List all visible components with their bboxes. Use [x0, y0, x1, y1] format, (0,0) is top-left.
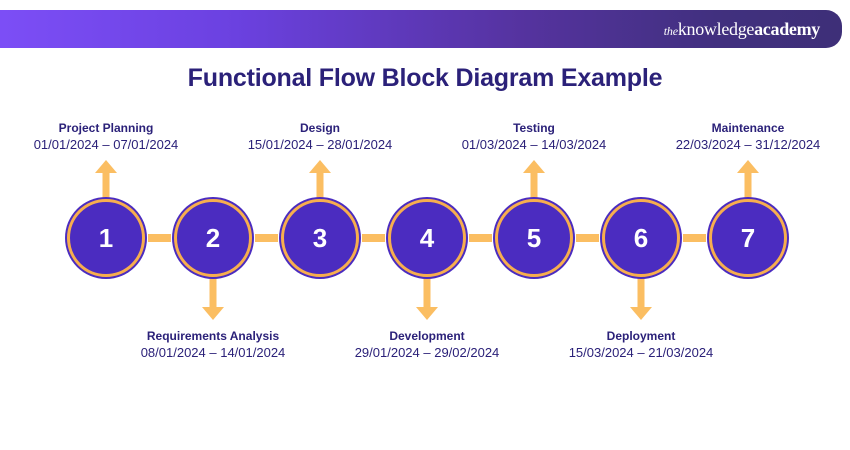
node-label-dates: 08/01/2024 – 14/01/2024 [140, 345, 286, 361]
node-label-6: Deployment 15/03/2024 – 21/03/2024 [569, 328, 714, 362]
arrow-up-icon [95, 160, 117, 202]
arrow-stem [423, 276, 431, 310]
connector-line [255, 234, 278, 242]
node-label-name: Project Planning [58, 121, 154, 135]
brand-logo: theknowledgeacademy [663, 19, 821, 39]
arrow-head [416, 307, 438, 320]
node-label-name: Requirements Analysis [146, 329, 280, 343]
flow-node-7[interactable]: 7 [709, 199, 787, 277]
arrow-stem [744, 170, 752, 202]
node-label-dates: 01/01/2024 – 07/01/2024 [33, 137, 179, 153]
arrow-stem [316, 170, 324, 202]
arrow-head [523, 160, 545, 173]
arrow-down-icon [416, 276, 438, 320]
node-label-name: Development [389, 329, 465, 343]
logo-prefix: the [663, 24, 678, 38]
logo-word-knowledge: knowledge [677, 19, 755, 39]
node-label-7: Maintenance 22/03/2024 – 31/12/2024 [676, 120, 821, 154]
page-title: Functional Flow Block Diagram Example [187, 64, 663, 92]
connector-line [683, 234, 706, 242]
arrow-up-icon [523, 160, 545, 202]
node-label-3: Design 15/01/2024 – 28/01/2024 [248, 120, 393, 154]
arrow-down-icon [202, 276, 224, 320]
node-label-dates: 15/03/2024 – 21/03/2024 [568, 345, 714, 361]
connector-line [362, 234, 385, 242]
arrow-stem [102, 170, 110, 202]
connector-line [469, 234, 492, 242]
node-label-1: Project Planning 01/01/2024 – 07/01/2024 [34, 120, 179, 154]
arrow-stem [530, 170, 538, 202]
node-label-name: Testing [513, 121, 555, 135]
arrow-down-icon [630, 276, 652, 320]
arrow-head [630, 307, 652, 320]
arrow-up-icon [309, 160, 331, 202]
arrow-head [202, 307, 224, 320]
header-bar: theknowledgeacademy [0, 10, 842, 48]
node-label-dates: 15/01/2024 – 28/01/2024 [247, 137, 393, 153]
node-label-dates: 22/03/2024 – 31/12/2024 [675, 137, 821, 153]
arrow-stem [637, 276, 645, 310]
logo-word-academy: academy [754, 19, 820, 39]
node-label-4: Development 29/01/2024 – 29/02/2024 [355, 328, 500, 362]
node-label-dates: 01/03/2024 – 14/03/2024 [461, 137, 607, 153]
arrow-up-icon [737, 160, 759, 202]
node-label-name: Design [299, 121, 340, 135]
flow-node-2[interactable]: 2 [174, 199, 252, 277]
arrow-head [95, 160, 117, 173]
connector-line [148, 234, 171, 242]
flow-node-3[interactable]: 3 [281, 199, 359, 277]
node-label-name: Maintenance [711, 121, 785, 135]
flow-node-4[interactable]: 4 [388, 199, 466, 277]
flow-node-1[interactable]: 1 [67, 199, 145, 277]
node-label-dates: 29/01/2024 – 29/02/2024 [354, 345, 500, 361]
arrow-head [737, 160, 759, 173]
arrow-head [309, 160, 331, 173]
node-label-5: Testing 01/03/2024 – 14/03/2024 [462, 120, 607, 154]
arrow-stem [209, 276, 217, 310]
node-label-name: Deployment [606, 329, 676, 343]
flow-node-6[interactable]: 6 [602, 199, 680, 277]
connector-line [576, 234, 599, 242]
node-label-2: Requirements Analysis 08/01/2024 – 14/01/… [141, 328, 286, 362]
flow-node-5[interactable]: 5 [495, 199, 573, 277]
